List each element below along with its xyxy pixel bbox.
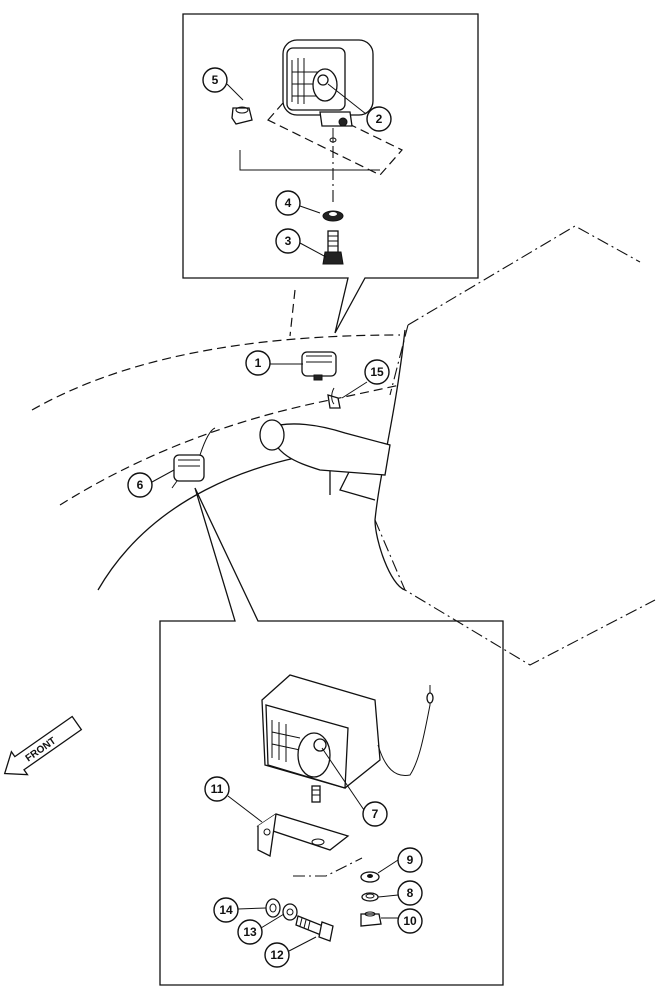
svg-text:1: 1 bbox=[255, 356, 262, 370]
washer-4 bbox=[322, 210, 344, 222]
callout-4: 4 bbox=[275, 190, 301, 216]
leader-lines bbox=[151, 83, 399, 952]
nut-10 bbox=[360, 911, 382, 927]
svg-text:3: 3 bbox=[285, 234, 292, 248]
svg-text:8: 8 bbox=[407, 886, 414, 900]
nut-5 bbox=[231, 106, 253, 125]
svg-text:5: 5 bbox=[212, 73, 219, 87]
bracket-11 bbox=[256, 813, 363, 877]
front-arrow: FRONT bbox=[3, 715, 83, 776]
callout-12: 12 bbox=[264, 942, 290, 968]
lock-washer-13 bbox=[282, 903, 298, 921]
lock-washer-8 bbox=[361, 892, 379, 902]
callout-15: 15 bbox=[364, 359, 390, 385]
callout-5: 5 bbox=[202, 67, 228, 93]
svg-text:9: 9 bbox=[407, 853, 414, 867]
svg-text:12: 12 bbox=[270, 948, 284, 962]
top-detail-box bbox=[182, 13, 479, 334]
cab-arm bbox=[259, 419, 391, 476]
svg-text:2: 2 bbox=[376, 112, 383, 126]
washer-9 bbox=[360, 871, 380, 883]
bottom-work-lamp bbox=[261, 674, 434, 803]
svg-text:13: 13 bbox=[243, 925, 257, 939]
callout-1: 1 bbox=[245, 350, 271, 376]
callout-13: 13 bbox=[237, 919, 263, 945]
callout-11: 11 bbox=[204, 776, 230, 802]
bottom-detail-box bbox=[159, 487, 504, 986]
callout-6: 6 bbox=[127, 472, 153, 498]
bolt-12 bbox=[295, 915, 334, 942]
svg-text:7: 7 bbox=[372, 807, 379, 821]
lamp-1 bbox=[301, 351, 337, 381]
callout-10: 10 bbox=[397, 908, 423, 934]
top-work-lamp bbox=[239, 39, 403, 205]
callout-2: 2 bbox=[366, 106, 392, 132]
svg-text:14: 14 bbox=[219, 903, 233, 917]
callout-7: 7 bbox=[362, 801, 388, 827]
bolt-3 bbox=[322, 230, 344, 265]
svg-text:6: 6 bbox=[137, 478, 144, 492]
svg-text:10: 10 bbox=[403, 914, 417, 928]
washer-14 bbox=[265, 898, 281, 918]
callout-3: 3 bbox=[275, 228, 301, 254]
svg-text:15: 15 bbox=[370, 365, 384, 379]
clip-15 bbox=[327, 387, 341, 409]
lamp-6 bbox=[171, 427, 216, 489]
callout-8: 8 bbox=[397, 880, 423, 906]
callout-14: 14 bbox=[213, 897, 239, 923]
svg-text:4: 4 bbox=[285, 196, 292, 210]
callout-9: 9 bbox=[397, 847, 423, 873]
svg-text:11: 11 bbox=[211, 782, 224, 796]
